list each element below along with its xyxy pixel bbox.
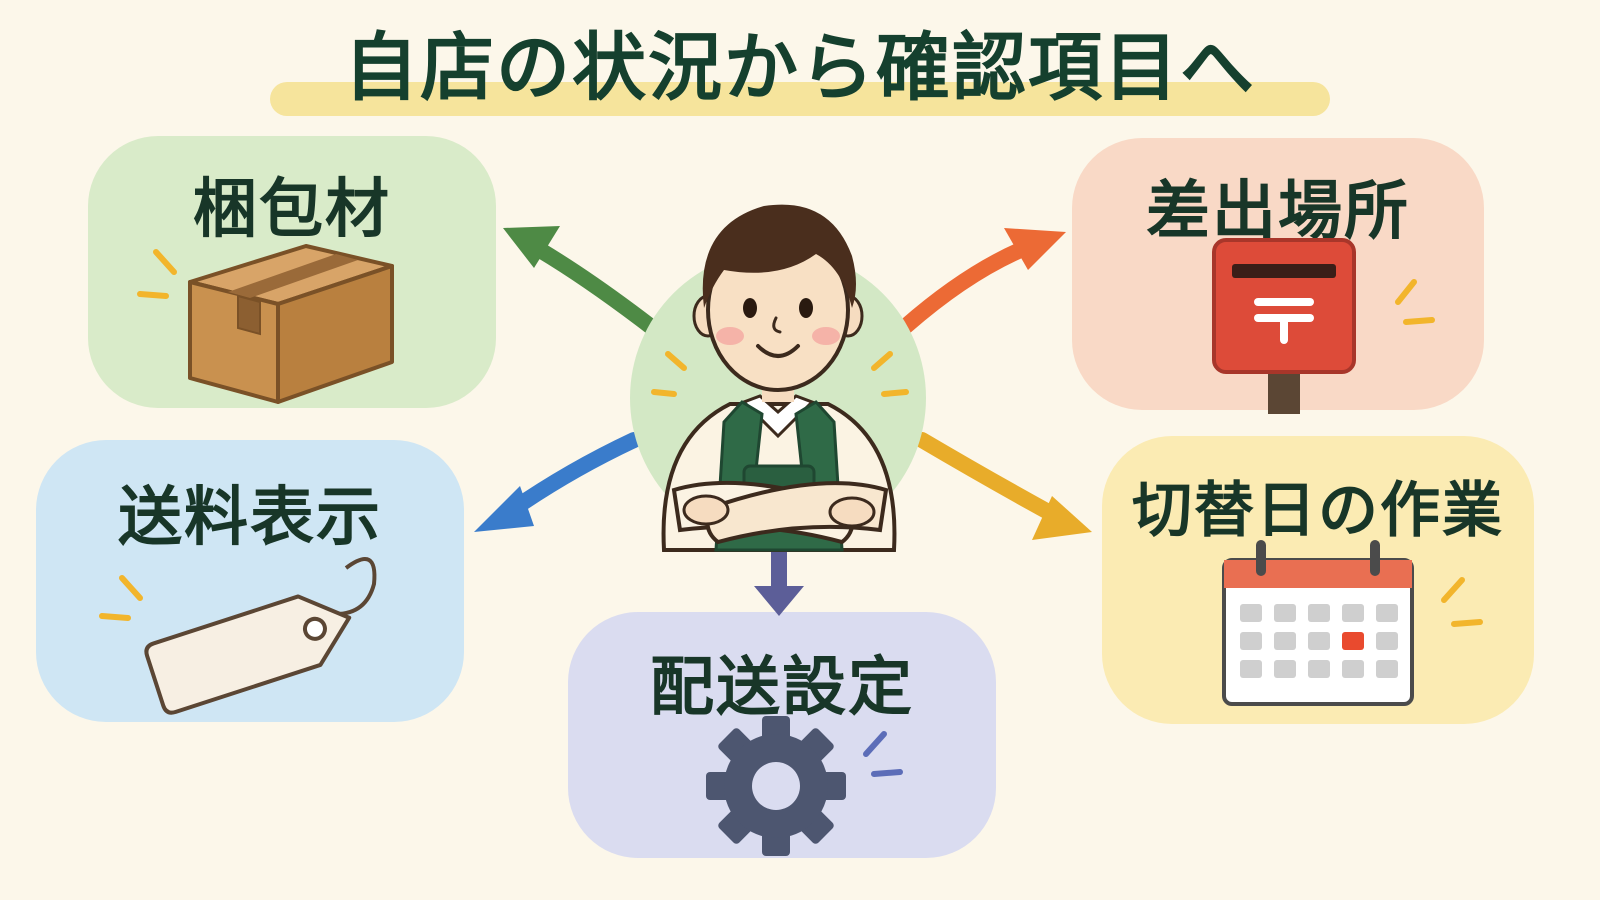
title-area: 自店の状況から確認項目へ [270,20,1330,120]
page-title: 自店の状況から確認項目へ [344,25,1256,111]
price-tag-icon [99,557,377,715]
gear-icon [706,716,903,856]
card-label-packaging: 梱包材 [193,173,391,247]
calendar-icon [1222,540,1483,706]
card-label-postbox: 差出場所 [1146,175,1410,249]
shopkeeper-figure [630,204,926,552]
card-shipping-display: 送料表示 [36,440,464,722]
cardboard-box-icon [137,244,394,404]
arrow-delivery-settings [754,552,804,616]
arrow-postbox [898,228,1066,334]
card-label-shipping-display: 送料表示 [118,481,382,555]
arrow-switch-day [914,432,1092,540]
mailbox-icon [1212,238,1435,414]
title-highlight [270,82,1330,116]
arrow-shipping-display [474,432,642,532]
card-label-switch-day: 切替日の作業 [1132,476,1504,546]
card-label-delivery-settings: 配送設定 [650,651,914,725]
arrow-packaging [503,226,658,334]
